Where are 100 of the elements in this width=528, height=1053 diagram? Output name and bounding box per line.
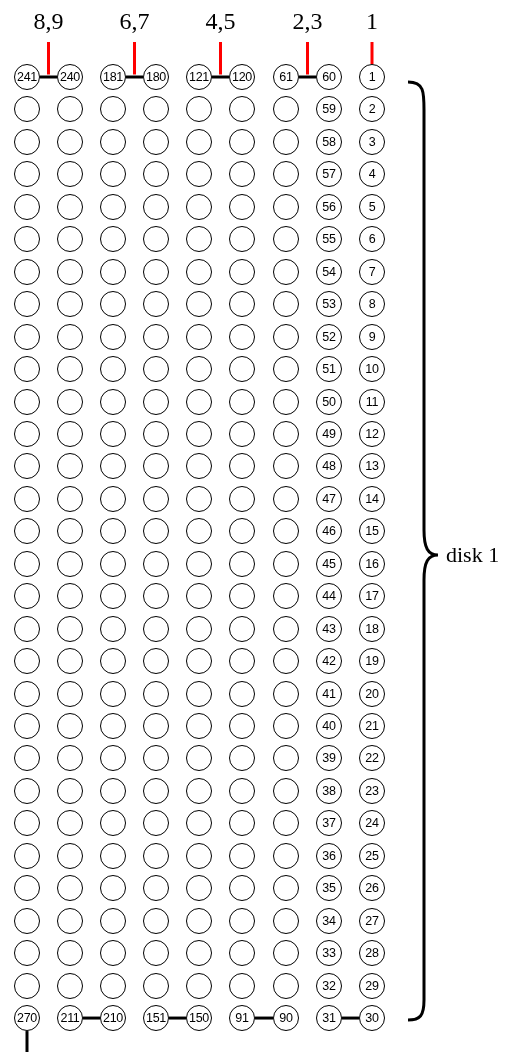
empty-circle: [100, 161, 126, 188]
empty-circle: [186, 258, 212, 285]
numbered-circle: 41: [316, 680, 342, 707]
numbered-circle: 35: [316, 875, 342, 902]
empty-circle: [14, 777, 40, 804]
connector-line: [169, 1016, 186, 1020]
connector-line: [83, 1016, 100, 1020]
empty-circle: [143, 777, 169, 804]
empty-circle: [100, 96, 126, 123]
numbered-circle: 43: [316, 615, 342, 642]
empty-circle: [57, 583, 83, 610]
empty-circle: [273, 550, 299, 577]
empty-circle: [186, 713, 212, 739]
numbered-circle: 31: [316, 1005, 342, 1032]
empty-circle: [143, 842, 169, 869]
empty-circle: [14, 745, 40, 772]
numbered-circle: 27: [359, 907, 385, 934]
numbered-circle: 11: [359, 388, 385, 415]
empty-circle: [100, 875, 126, 902]
empty-circle: [186, 485, 212, 512]
numbered-circle: 45: [316, 550, 342, 577]
numbered-circle: 61: [273, 64, 299, 90]
empty-circle: [186, 972, 212, 999]
numbered-circle: 7: [359, 258, 385, 285]
numbered-circle: 241: [14, 64, 40, 90]
empty-circle: [186, 193, 212, 220]
empty-circle: [229, 161, 255, 188]
empty-circle: [229, 226, 255, 253]
empty-circle: [143, 258, 169, 285]
empty-circle: [14, 161, 40, 188]
empty-circle: [273, 518, 299, 545]
empty-circle: [186, 875, 212, 902]
numbered-circle: 25: [359, 842, 385, 869]
numbered-circle: 1: [359, 64, 385, 90]
empty-circle: [14, 388, 40, 415]
empty-circle: [100, 842, 126, 869]
empty-circle: [273, 648, 299, 675]
numbered-circle: 47: [316, 485, 342, 512]
empty-circle: [229, 907, 255, 934]
empty-circle: [100, 550, 126, 577]
empty-circle: [100, 810, 126, 837]
empty-circle: [273, 128, 299, 155]
numbered-circle: 55: [316, 226, 342, 253]
empty-circle: [229, 615, 255, 642]
empty-circle: [229, 388, 255, 415]
empty-circle: [186, 550, 212, 577]
numbered-circle: 28: [359, 940, 385, 967]
empty-circle: [143, 713, 169, 739]
empty-circle: [229, 648, 255, 675]
empty-circle: [186, 777, 212, 804]
empty-circle: [186, 323, 212, 350]
numbered-circle: 15: [359, 518, 385, 545]
empty-circle: [273, 323, 299, 350]
numbered-circle: 22: [359, 745, 385, 772]
empty-circle: [229, 583, 255, 610]
empty-circle: [273, 96, 299, 123]
empty-circle: [143, 583, 169, 610]
empty-circle: [273, 583, 299, 610]
empty-circle: [100, 907, 126, 934]
empty-circle: [100, 226, 126, 253]
empty-circle: [229, 258, 255, 285]
numbered-circle: 8: [359, 291, 385, 318]
empty-circle: [186, 810, 212, 837]
numbered-circle: 52: [316, 323, 342, 350]
empty-circle: [57, 550, 83, 577]
connector-line: [40, 75, 57, 79]
empty-circle: [100, 972, 126, 999]
empty-circle: [229, 940, 255, 967]
empty-circle: [143, 615, 169, 642]
empty-circle: [100, 323, 126, 350]
empty-circle: [14, 810, 40, 837]
numbered-circle: 5: [359, 193, 385, 220]
empty-circle: [100, 291, 126, 318]
empty-circle: [14, 680, 40, 707]
numbered-circle: 210: [100, 1005, 126, 1032]
empty-circle: [186, 388, 212, 415]
numbered-circle: 42: [316, 648, 342, 675]
empty-circle: [143, 161, 169, 188]
connector-line: [370, 42, 374, 64]
empty-circle: [143, 323, 169, 350]
empty-circle: [273, 875, 299, 902]
empty-circle: [186, 842, 212, 869]
group-label: disk 1: [446, 543, 500, 567]
empty-circle: [273, 258, 299, 285]
empty-circle: [229, 842, 255, 869]
empty-circle: [229, 323, 255, 350]
numbered-circle: 181: [100, 64, 126, 90]
numbered-circle: 13: [359, 453, 385, 480]
numbered-circle: 211: [57, 1005, 83, 1032]
numbered-circle: 24: [359, 810, 385, 837]
empty-circle: [186, 907, 212, 934]
empty-circle: [229, 972, 255, 999]
numbered-circle: 50: [316, 388, 342, 415]
empty-circle: [273, 615, 299, 642]
empty-circle: [57, 226, 83, 253]
empty-circle: [229, 713, 255, 739]
column-label: 8,9: [33, 8, 64, 34]
empty-circle: [57, 453, 83, 480]
empty-circle: [57, 648, 83, 675]
empty-circle: [143, 972, 169, 999]
